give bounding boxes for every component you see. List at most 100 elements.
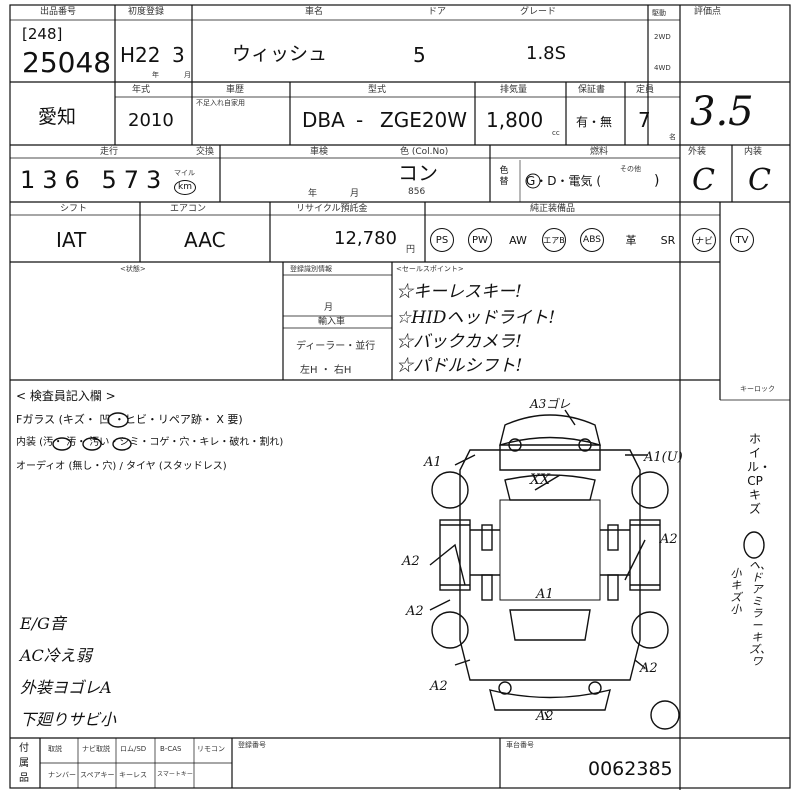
note-exterior-dirt: 外装ヨゴレA [20, 678, 112, 697]
model-code: ZGE20W [380, 108, 468, 132]
acc-smart-key: スマートキー [157, 771, 193, 778]
label-drive: 駆動 [652, 9, 666, 17]
chassis-number: 0062385 [588, 758, 673, 780]
overall-score: 3.5 [690, 89, 754, 135]
label-grade: グレード [520, 7, 557, 17]
damage-rear-right: A2 [640, 661, 658, 676]
damage-left-side: A2 [402, 554, 420, 569]
model-prefix: DBA [302, 108, 345, 132]
import-label: 輸入車 [318, 317, 346, 327]
label-recycle: リサイクル預託金 [296, 204, 368, 214]
label-odometer-swap: 交換 [196, 147, 215, 157]
damage-center: A1 [536, 587, 554, 602]
label-key-lock: キーロック [740, 385, 775, 393]
mileage-mile-unit: マイル [174, 169, 195, 177]
steering-side: 左H ・ 右H [300, 365, 352, 376]
inspector-audio-tires: オーディオ (無し・穴) / タイヤ (スタッドレス) [16, 461, 227, 472]
right-note-wheel: ホイル・CPキズ [747, 432, 772, 516]
model-dash: - [356, 108, 364, 132]
inspector-fglass: Fガラス (キズ・ 凹 ・ヒビ・リペア跡・ X 要) [16, 413, 243, 426]
displacement-unit: cc [552, 129, 560, 137]
note-engine-noise: E/G音 [20, 614, 66, 633]
equipment-tv: TV [730, 228, 754, 252]
label-vehicle-history: 車歴 [226, 85, 245, 95]
label-aircon: エアコン [170, 204, 207, 214]
label-displacement: 排気量 [500, 85, 528, 95]
sales-point-paddle-shift: ☆パドルシフト! [396, 356, 523, 376]
ownership-month-label: 月 [324, 303, 334, 313]
car-name: ウィッシュ [232, 43, 328, 65]
equipment-airbag: エアB [542, 228, 566, 252]
label-accessories-1: 付 [19, 743, 29, 754]
damage-left-rear-door: A2 [406, 604, 424, 619]
aircon: AAC [184, 228, 226, 252]
label-color: 色 (Col.No) [400, 147, 449, 157]
right-note-mirror: ヘ、ドアミラーキズ、ワ [749, 559, 771, 668]
equipment-abs: ABS [580, 228, 604, 252]
equipment-aw: AW [509, 233, 527, 247]
mileage: 136 573 [20, 166, 169, 194]
color-name: コン [398, 161, 438, 185]
exterior-grade: C [692, 163, 715, 198]
label-first-registration: 初度登録 [128, 7, 165, 17]
vehicle-history-note: 不足入れ自家用 [196, 99, 245, 107]
acc-keyless: キーレス [119, 771, 147, 779]
inspection-year-unit: 年 [308, 189, 318, 199]
first-reg-year-unit: 年 [152, 71, 159, 79]
region: 愛知 [38, 106, 77, 128]
equipment-navi: ナビ [692, 228, 716, 252]
capacity-unit: 名 [669, 133, 676, 141]
label-accessories-2: 属 [19, 758, 29, 769]
label-score: 評価点 [694, 7, 722, 17]
acc-remote: リモコン [197, 745, 225, 753]
damage-right-side: A2 [660, 532, 678, 547]
warranty-options: 有・無 [576, 115, 613, 129]
color-code: 856 [408, 187, 426, 197]
label-condition: <状態> [120, 265, 146, 273]
interior-grade: C [748, 163, 771, 198]
lot-bracket: [248] [22, 25, 63, 43]
inspector-interior: 内装 (汚・ 汚・ 汚い・シミ・コゲ・穴・キレ・破れ・割れ) [16, 437, 284, 448]
first-reg-era: H22 [120, 43, 161, 67]
displacement: 1,800 [486, 108, 544, 132]
label-shift: シフト [60, 204, 88, 214]
label-mileage: 走行 [100, 147, 119, 157]
label-doors: ドア [428, 7, 447, 17]
label-accessories-3: 品 [19, 773, 29, 784]
sales-point-keyless: ☆キーレスキー! [396, 282, 522, 302]
acc-bcas: B-CAS [160, 745, 182, 753]
shift: IAT [56, 228, 87, 252]
grade: 1.8S [526, 43, 567, 64]
label-model-year: 年式 [132, 85, 151, 95]
label-warranty: 保証書 [578, 85, 606, 95]
acc-manual: 取説 [48, 745, 62, 753]
sales-point-back-camera: ☆バックカメラ! [396, 332, 522, 352]
equipment-leather: 革 [625, 234, 637, 247]
label-exterior: 外装 [688, 147, 707, 157]
damage-rear-left: A2 [430, 679, 448, 694]
acc-number: ナンバー [48, 771, 76, 779]
color-change-label: 色替 [499, 166, 509, 187]
damage-roof: XX [530, 472, 550, 488]
damage-rear: A2 [536, 709, 554, 724]
label-lot-number: 出品番号 [40, 7, 77, 17]
label-equipment: 純正装備品 [530, 204, 576, 214]
doors: 5 [413, 43, 426, 67]
fuel-options: G・D・電気 ( [526, 174, 602, 188]
recycle-fee: 12,780 [334, 228, 397, 249]
acc-spare-key: スペアキー [80, 771, 115, 779]
label-sales-points: <セールスポイント> [396, 265, 464, 273]
first-reg-month-unit: 月 [184, 71, 191, 79]
damage-front: A3ゴレ [530, 397, 571, 411]
label-car-name: 車名 [305, 7, 324, 17]
label-fuel: 燃料 [590, 147, 609, 157]
equipment-ps: PS [430, 228, 454, 252]
label-interior: 内装 [744, 147, 763, 157]
label-inspection: 車検 [310, 147, 329, 157]
equipment-sunroof: SR [660, 233, 676, 247]
fuel-other: その他 [620, 165, 641, 173]
mileage-km-unit: km [174, 180, 196, 195]
drive-2wd: 2WD [654, 33, 671, 41]
